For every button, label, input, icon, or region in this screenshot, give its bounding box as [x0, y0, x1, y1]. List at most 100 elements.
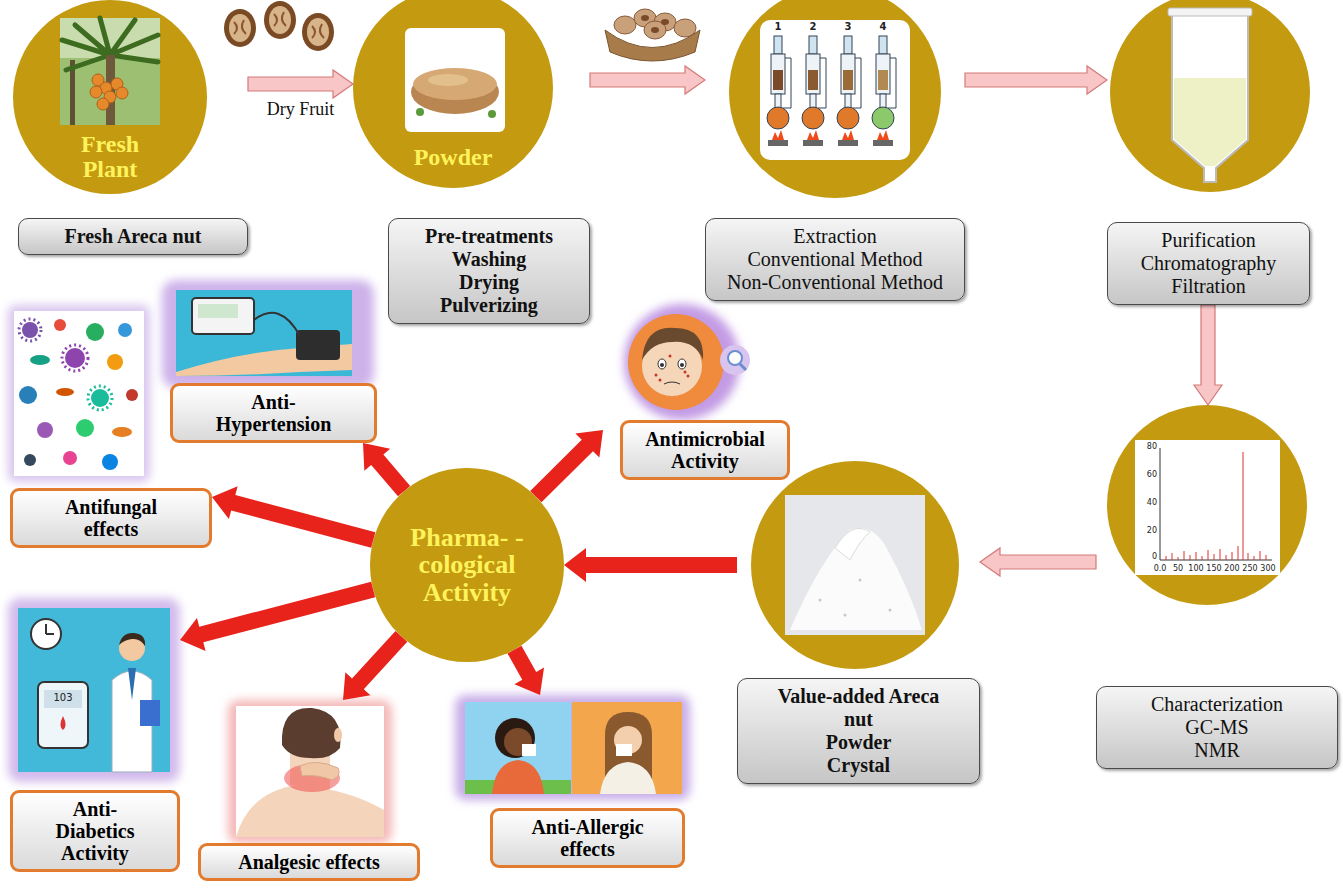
areca-nut-picture — [274, 12, 286, 26]
diabetes-check-picture — [61, 716, 66, 730]
acne-face-picture — [728, 351, 742, 365]
soxhlet-picture — [760, 20, 910, 160]
picture-label-holder: 150 — [1205, 565, 1223, 573]
microbes-picture — [118, 323, 132, 337]
allergy-picture — [455, 695, 690, 800]
blood-pressure-picture — [254, 313, 300, 336]
microbes-picture — [19, 386, 37, 404]
soxhlet-picture — [771, 54, 785, 94]
caption-text: Antifungal effects — [51, 496, 171, 540]
picture-label: 200 — [1223, 565, 1241, 573]
soxhlet-picture — [803, 140, 823, 146]
picture-label-holder: 100 — [1187, 565, 1205, 573]
soxhlet-picture — [876, 54, 890, 94]
microbes-picture — [86, 323, 104, 341]
caption-text: Chromatography — [1116, 252, 1301, 275]
picture-label: 2 — [806, 22, 820, 32]
activity-box: Anti-Allergic effects — [455, 695, 690, 868]
crystal-powder-picture — [819, 599, 822, 602]
basket-picture — [605, 9, 700, 61]
acne-face-picture — [678, 359, 686, 369]
soxhlet-picture — [767, 107, 789, 129]
acne-face-picture — [658, 359, 666, 369]
spectrum-chart — [1166, 452, 1266, 560]
crystal-powder-picture — [790, 528, 922, 630]
flow-arrow — [965, 66, 1107, 94]
microbes-picture — [22, 322, 38, 338]
step-caption-box: PurificationChromatographyFiltration — [1107, 222, 1310, 305]
picture-label-holder: 300 — [1259, 565, 1277, 573]
caption-text: Crystal — [764, 754, 954, 777]
diabetes-check-picture — [140, 700, 160, 726]
acne-face-picture — [720, 345, 750, 375]
caption-text: Fresh Areca nut — [27, 225, 239, 248]
picture-label-holder: 4 — [876, 22, 890, 32]
soxhlet-picture — [760, 20, 910, 160]
neck-pain-picture — [228, 700, 392, 843]
diabetes-check-picture — [128, 668, 136, 700]
picture-label-holder: 40 — [1137, 499, 1157, 507]
circle-shape — [751, 461, 959, 669]
picture-label: 250 — [1241, 565, 1259, 573]
acne-face-picture — [687, 375, 690, 378]
allergy-picture — [455, 695, 690, 800]
basket-picture — [651, 27, 659, 33]
activity-box: Antifungal effects — [8, 305, 212, 548]
soxhlet-picture — [878, 70, 888, 90]
powder-picture — [405, 28, 505, 132]
crystal-powder-picture — [835, 528, 870, 560]
circle-fill — [729, 0, 941, 198]
basket-picture — [641, 15, 649, 21]
basket-picture — [674, 19, 696, 37]
diabetes-check-picture — [8, 598, 180, 782]
soxhlet-picture — [853, 58, 861, 108]
edge-label-holder: Dry Fruit — [267, 99, 335, 120]
caption-text: Anti-Allergic effects — [513, 816, 663, 860]
hub-circle: Pharma- -cological Activity — [370, 468, 564, 662]
neck-pain-picture — [236, 706, 384, 837]
blood-pressure-picture — [176, 290, 352, 376]
allergy-picture — [495, 718, 535, 758]
palm-photo — [116, 87, 128, 99]
step-caption-box: Fresh Areca nut — [18, 218, 248, 255]
soxhlet-picture — [841, 54, 855, 94]
picture-label-holder: 0 — [1137, 553, 1157, 561]
circle-label: Fresh Plant — [60, 132, 160, 182]
caption-text: Anti- Hypertension — [199, 391, 349, 435]
crystal-powder-picture — [889, 609, 892, 612]
circle-text-holder: Fresh Plant — [60, 132, 160, 182]
activity-label-box: Anti-Allergic effects — [490, 808, 685, 868]
picture-label-holder: 60 — [1137, 471, 1157, 479]
caption-text: Value-added Areca nut — [764, 685, 954, 731]
diabetes-check-picture — [18, 608, 170, 772]
activity-label-box: Antifungal effects — [10, 488, 212, 548]
picture-label: 1 — [771, 22, 785, 32]
soxhlet-picture — [844, 36, 852, 54]
process-circle: PurificationChromatographyFiltration — [1107, 0, 1310, 305]
circle-fill — [353, 0, 553, 188]
microbes-picture — [56, 388, 74, 396]
flow-arrow — [248, 70, 353, 98]
soxhlet-picture — [888, 58, 896, 108]
areca-nut-picture — [312, 24, 324, 38]
microbes-picture — [107, 354, 123, 370]
diabetes-check-picture — [119, 633, 145, 646]
neck-pain-picture — [236, 785, 384, 837]
soxhlet-picture — [843, 70, 853, 90]
palm-photo — [60, 18, 160, 125]
areca-nut-picture — [224, 9, 256, 47]
picture-label-holder: 3 — [841, 22, 855, 32]
caption-text: Washing — [397, 248, 581, 271]
acne-face-picture — [684, 371, 687, 374]
microbes-picture — [76, 419, 94, 437]
picture-label: 150 — [1205, 565, 1223, 573]
soxhlet-picture — [768, 140, 788, 146]
blood-pressure-picture — [296, 330, 340, 360]
caption-text: Analgesic effects — [207, 851, 411, 873]
microbes-picture — [112, 427, 132, 437]
picture-label-holder: 50 — [1169, 565, 1187, 573]
soxhlet-picture — [845, 94, 851, 108]
caption-text: Conventional Method — [714, 248, 956, 271]
acne-face-picture — [624, 304, 750, 420]
diabetes-check-picture — [44, 690, 82, 708]
